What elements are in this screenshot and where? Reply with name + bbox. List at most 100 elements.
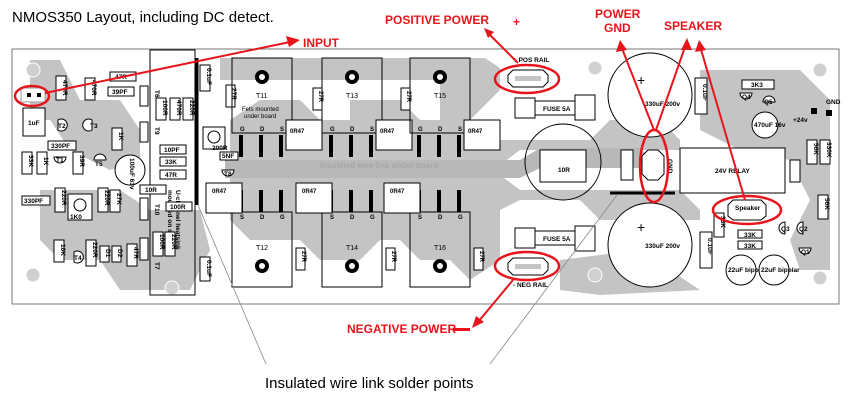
- plus-icon: +: [513, 15, 520, 29]
- arrow-head-icon: [681, 38, 692, 50]
- resistor-label: 33K: [744, 232, 756, 239]
- plus24v-pad: [811, 108, 817, 114]
- transistor-label: Q2: [799, 226, 808, 233]
- gate-resistor-label: 27R: [405, 91, 411, 103]
- resistor-label: 39R: [78, 155, 85, 167]
- pin-label: S: [458, 127, 462, 133]
- transistor-label: T10: [153, 204, 160, 216]
- relay-diode: [789, 159, 801, 183]
- transistor-label: T3: [90, 123, 98, 130]
- resistor-label: 220R: [188, 100, 195, 116]
- pin-label: G: [370, 215, 375, 221]
- speaker-annotation: SPEAKER: [664, 19, 722, 33]
- resistor-label: 220R: [103, 190, 110, 206]
- transistor-label: T4: [74, 255, 82, 262]
- gate-resistor-label: 27R: [390, 251, 396, 263]
- diagram-title: NMOS350 Layout, including DC detect.: [12, 9, 274, 26]
- arrow-head-icon: [695, 40, 706, 52]
- capacitor-label: 5NF: [222, 153, 234, 160]
- cap-bottom-label: 330uF 200v: [645, 243, 680, 250]
- transistor-label: T11: [256, 93, 268, 100]
- plus24v-label: +24v: [793, 117, 808, 124]
- capacitor-label: 0.1uF: [701, 84, 708, 101]
- pin-label: G: [418, 127, 423, 133]
- transistor-label: T7: [153, 262, 160, 270]
- diode-label: D1: [104, 249, 111, 258]
- input-annotation: INPUT: [303, 36, 340, 50]
- source-resistor-label: 0R47: [468, 129, 483, 135]
- resistor-label: 10K: [59, 244, 66, 256]
- mounting-hole-icon: [812, 270, 828, 286]
- fuse-top-label: FUSE 5A: [543, 106, 571, 113]
- neg-rail-label: - NEG RAIL: [513, 282, 548, 289]
- pin-label: D: [260, 127, 265, 133]
- arrow-head-icon: [616, 40, 627, 52]
- source-resistor-label: 0R47: [212, 189, 227, 195]
- copper-traces: [30, 58, 830, 295]
- power-gnd-connector[interactable]: [641, 149, 665, 181]
- pin-label: D: [350, 127, 355, 133]
- gate-resistor-label: 27R: [300, 251, 306, 263]
- transistor-label: T9: [153, 127, 160, 135]
- transistor-label: Q5: [764, 99, 773, 106]
- trimpot-label: 200R: [212, 145, 228, 152]
- pin-label: G: [280, 215, 285, 221]
- annotations: INPUT POSITIVE POWER + POWER GND SPEAKER…: [13, 7, 783, 336]
- gate-resistor-label: 27R: [230, 88, 237, 100]
- transistor-label: T13: [346, 93, 358, 100]
- pin-label: D: [438, 215, 443, 221]
- heatsink-outline: [149, 49, 196, 296]
- source-resistor-label: 0R47: [380, 129, 395, 135]
- resistor-label: 33K: [744, 243, 756, 250]
- resistor-label: 33K: [165, 159, 177, 166]
- neg-rail-highlight: [493, 250, 561, 282]
- resistor-label: 100R: [158, 234, 165, 250]
- mounting-hole-icon: [587, 267, 603, 283]
- bipolar-cap-2: [758, 254, 790, 286]
- capacitor-label: 470uF 16v: [754, 122, 786, 129]
- speaker-connector[interactable]: [727, 199, 767, 221]
- source-resistor-label: 0R47: [290, 129, 305, 135]
- relay-label: 24V RELAY: [715, 168, 750, 175]
- minus-icon: [453, 328, 470, 331]
- transistor-label: Q1: [801, 249, 810, 256]
- fuse-bottom-label: FUSE 5A: [543, 236, 571, 243]
- source-resistor-label: 0R47: [302, 189, 317, 195]
- resistor-label: 470R: [90, 80, 97, 96]
- resistor-label: 220R: [91, 242, 98, 258]
- transistor-label: T15: [434, 93, 446, 100]
- diode-label: D2: [116, 249, 123, 258]
- pin-label: D: [438, 127, 443, 133]
- power-gnd-annotation-line2: GND: [604, 21, 631, 35]
- resistor-label: 1K: [42, 157, 49, 166]
- cap-bottom: [607, 202, 693, 288]
- resistor-label: 470R: [175, 100, 182, 116]
- mounting-hole-icon: [25, 267, 41, 283]
- cap-polarity-icon: +: [637, 219, 645, 235]
- resistor-label: 33K: [719, 216, 726, 228]
- fets-note-2: under board: [244, 114, 276, 120]
- pin-label: S: [280, 127, 284, 133]
- capacitor-label: 330PF: [51, 143, 70, 150]
- gnd-connector-label: GND: [666, 159, 673, 174]
- transistor-label: T14: [346, 245, 358, 252]
- gnd-pad: [826, 110, 832, 116]
- pin-label: G: [240, 127, 245, 133]
- cap-polarity-icon: +: [637, 72, 645, 88]
- capacitor-label: 39PF: [112, 89, 128, 96]
- arrow-head-icon: [472, 316, 484, 328]
- capacitor-label: 22uF bipolar: [728, 267, 767, 274]
- mounting-hole-icon: [587, 60, 603, 76]
- heatsink-note-1: U-channel heatsink: [174, 190, 181, 250]
- pin-label: D: [260, 215, 265, 221]
- resistor-label: 56K: [823, 198, 830, 210]
- caption-wire-link: Insulated wire link solder points: [265, 375, 473, 392]
- pos-rail-highlight: [493, 63, 561, 95]
